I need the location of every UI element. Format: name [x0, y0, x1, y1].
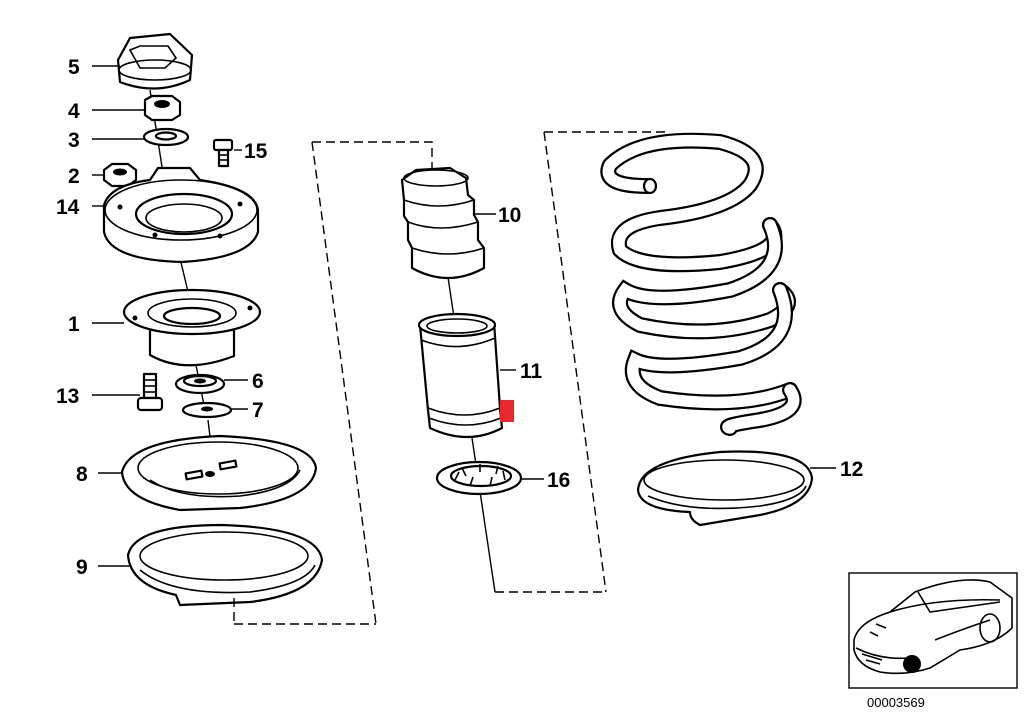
car-icon [853, 579, 1013, 675]
label-3[interactable]: 3 [68, 129, 80, 152]
car-locator-thumbnail[interactable] [848, 572, 1018, 689]
part-14-mount-plate[interactable] [102, 166, 260, 264]
label-9[interactable]: 9 [76, 556, 88, 579]
label-10[interactable]: 10 [498, 204, 521, 227]
label-15[interactable]: 15 [244, 140, 268, 163]
leader-lines [92, 65, 836, 567]
thumbnail-code: 00003569 [867, 695, 925, 710]
label-11[interactable]: 11 [520, 360, 543, 383]
label-16[interactable]: 16 [547, 469, 570, 492]
label-1[interactable]: 1 [68, 313, 80, 336]
label-5[interactable]: 5 [68, 56, 80, 79]
label-13[interactable]: 13 [56, 385, 79, 408]
part-4-nut[interactable] [143, 94, 182, 122]
part-10-bump-stop[interactable] [400, 166, 486, 279]
part-2-nut[interactable] [102, 162, 138, 188]
label-4[interactable]: 4 [68, 100, 80, 123]
label-14[interactable]: 14 [56, 196, 80, 219]
part-6-bearing[interactable] [174, 373, 226, 395]
highlight-marker [500, 400, 514, 422]
label-12[interactable]: 12 [840, 458, 863, 481]
label-6[interactable]: 6 [252, 370, 264, 393]
part-16-ring[interactable] [435, 460, 523, 496]
part-12-coil-spring[interactable] [600, 132, 802, 436]
part-8-lower-seat[interactable] [120, 434, 318, 512]
part-7-washer[interactable] [181, 401, 233, 419]
part-9-pad[interactable] [126, 523, 324, 607]
label-2[interactable]: 2 [68, 165, 80, 188]
location-dot [903, 655, 921, 673]
part-3-washer[interactable] [142, 127, 190, 147]
part-1-spring-seat[interactable] [122, 288, 262, 367]
part-13-bolt[interactable] [136, 372, 164, 412]
right-dashed-bracket [495, 131, 666, 593]
label-8[interactable]: 8 [76, 463, 88, 486]
part-5-cap[interactable] [116, 32, 194, 90]
part-12-pad[interactable] [636, 450, 814, 527]
part-15-bolt[interactable] [212, 138, 234, 168]
label-7[interactable]: 7 [252, 399, 264, 422]
callout-labels: 5 4 3 15 2 14 1 13 6 7 8 9 10 11 16 12 [56, 56, 863, 579]
part-11-dust-boot[interactable] [417, 312, 514, 438]
